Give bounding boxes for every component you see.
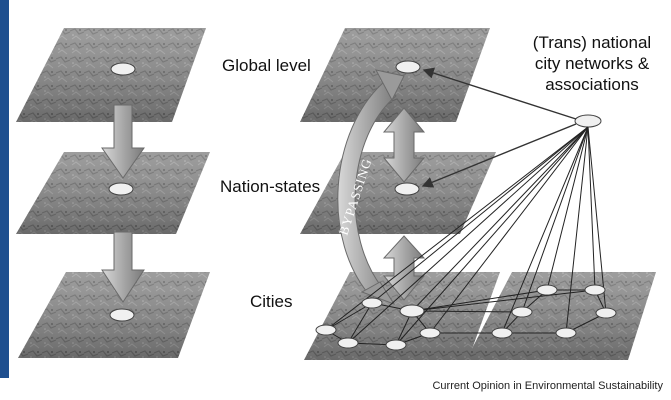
right-global-node <box>395 60 421 74</box>
hub-to-global-arrow <box>422 67 577 120</box>
left-nation-node <box>108 182 134 196</box>
diagram-canvas: BYPASSING <box>16 28 656 360</box>
network-label-line3: associations <box>545 75 639 94</box>
nation-states-label: Nation-states <box>220 177 321 196</box>
network-label: (Trans) national city networks & associa… <box>512 32 671 95</box>
city-network-nodes <box>315 284 617 351</box>
left-plane-global <box>16 28 206 122</box>
left-global-node <box>110 62 136 76</box>
right-nation-node <box>394 182 420 196</box>
journal-caption: Current Opinion in Environmental Sustain… <box>432 380 663 392</box>
network-label-line2: city networks & <box>534 54 650 73</box>
global-level-label: Global level <box>222 56 311 75</box>
cities-label: Cities <box>250 292 293 311</box>
left-city-node <box>109 308 135 322</box>
bypassing-arrow <box>337 69 405 305</box>
left-arrow-global-to-nation <box>101 104 145 179</box>
left-arrow-nation-to-cities <box>101 231 145 303</box>
accent-bar <box>0 0 9 378</box>
network-label-line1: (Trans) national <box>532 33 652 52</box>
hub-to-nation-arrow <box>421 123 577 188</box>
right-double-arrow-upper <box>382 107 426 183</box>
network-hub-node <box>574 114 602 128</box>
right-plane-network <box>466 272 656 360</box>
